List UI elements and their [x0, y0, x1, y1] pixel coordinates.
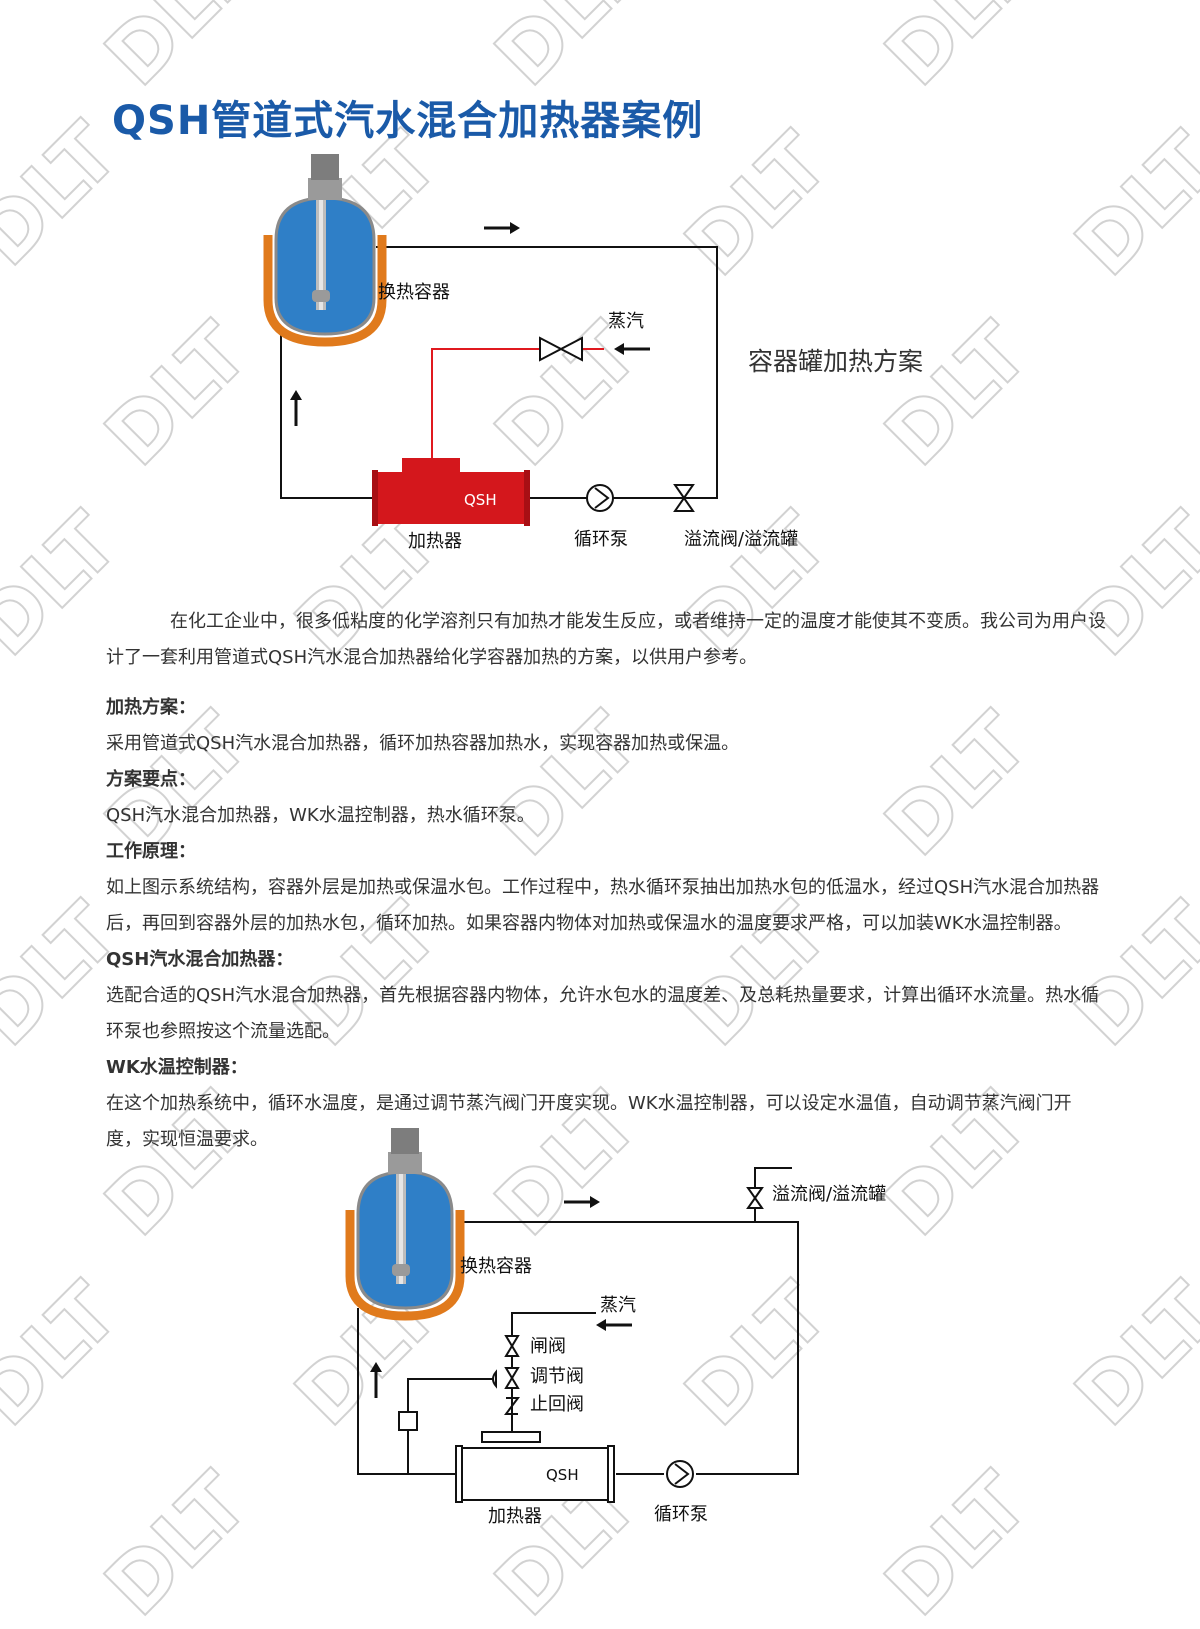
circulation-pipe-2	[357, 1167, 799, 1475]
watermark-text: DLT	[868, 0, 1046, 103]
heating-scheme-diagram-1: 换热容器 蒸汽 容器罐加热方案 QSH 加热器 循环泵 溢流阀/溢流罐	[263, 154, 923, 552]
qsh-heater-icon-2	[455, 1431, 615, 1503]
section-body-keypoints: QSH汽水混合加热器，WK水温控制器，热水循环泵。	[106, 805, 535, 826]
flow-arrow-up	[290, 390, 302, 426]
section-heading-scheme: 加热方案：	[106, 697, 196, 718]
section-heading-principle: 工作原理：	[106, 841, 196, 862]
gate-valve-label: 闸阀	[530, 1336, 566, 1357]
pump-label: 循环泵	[574, 529, 628, 550]
section-heading-keypoints: 方案要点：	[106, 769, 196, 790]
circulation-pipe	[280, 246, 718, 499]
heater-text: QSH	[464, 491, 497, 509]
page-title: QSH管道式汽水混合加热器案例	[112, 98, 704, 144]
circulation-pump-icon-2	[666, 1460, 694, 1488]
flow-arrow-right	[484, 222, 520, 234]
vessel-label-2: 换热容器	[460, 1256, 532, 1277]
steam-label-2: 蒸汽	[600, 1295, 636, 1316]
gate-valve-icon	[504, 1335, 520, 1357]
overflow-label: 溢流阀/溢流罐	[684, 529, 798, 550]
vessel-label: 换热容器	[378, 282, 450, 303]
regulating-valve-label: 调节阀	[530, 1366, 584, 1387]
section-body-wk: 在这个加热系统中，循环水温度，是通过调节蒸汽阀门开度实现。WK水温控制器，可以设…	[106, 1093, 1072, 1150]
description-block: 在化工企业中，很多低粘度的化学溶剂只有加热才能发生反应，或者维持一定的温度才能使…	[106, 604, 1106, 1158]
temperature-controller-icon	[398, 1411, 418, 1431]
heater-text-2: QSH	[546, 1466, 579, 1484]
check-valve-icon	[504, 1397, 520, 1415]
section-heading-wk: WK水温控制器：	[106, 1057, 248, 1078]
steam-pipe	[431, 348, 604, 458]
section-heading-qsh: QSH汽水混合加热器：	[106, 949, 294, 970]
heating-scheme-diagram-2: 溢流阀/溢流罐 换热容器 蒸汽 闸阀 调节阀 止回阀 QSH 加热器	[345, 1128, 886, 1527]
overflow-valve-icon	[673, 484, 695, 512]
regulating-valve-icon	[492, 1367, 520, 1389]
intro-paragraph: 在化工企业中，很多低粘度的化学溶剂只有加热才能发生反应，或者维持一定的温度才能使…	[106, 611, 1106, 668]
flow-arrow-right-2	[564, 1196, 600, 1208]
check-valve-label: 止回阀	[530, 1394, 584, 1415]
qsh-heater-icon	[372, 458, 530, 526]
scheme-label: 容器罐加热方案	[748, 347, 923, 376]
heater-label-2: 加热器	[488, 1506, 542, 1527]
section-body-scheme: 采用管道式QSH汽水混合加热器，循环加热容器加热水，实现容器加热或保温。	[106, 733, 740, 754]
steam-arrow-left	[614, 343, 650, 355]
steam-arrow-left-2	[596, 1319, 632, 1331]
overflow-valve-icon-2	[746, 1187, 764, 1209]
section-body-principle: 如上图示系统结构，容器外层是加热或保温水包。工作过程中，热水循环泵抽出加热水包的…	[106, 877, 1100, 934]
overflow-label-2: 溢流阀/溢流罐	[772, 1184, 886, 1205]
circulation-pump-icon	[586, 484, 614, 512]
heat-exchange-vessel	[263, 154, 387, 347]
steam-valve-icon	[539, 336, 583, 362]
heat-exchange-vessel-2	[345, 1128, 465, 1321]
pump-label-2: 循环泵	[654, 1504, 708, 1525]
steam-label: 蒸汽	[608, 311, 644, 332]
flow-arrow-up-2	[370, 1362, 382, 1398]
heater-label: 加热器	[408, 531, 462, 552]
section-body-qsh: 选配合适的QSH汽水混合加热器，首先根据容器内物体，允许水包水的温度差、及总耗热…	[106, 985, 1100, 1042]
